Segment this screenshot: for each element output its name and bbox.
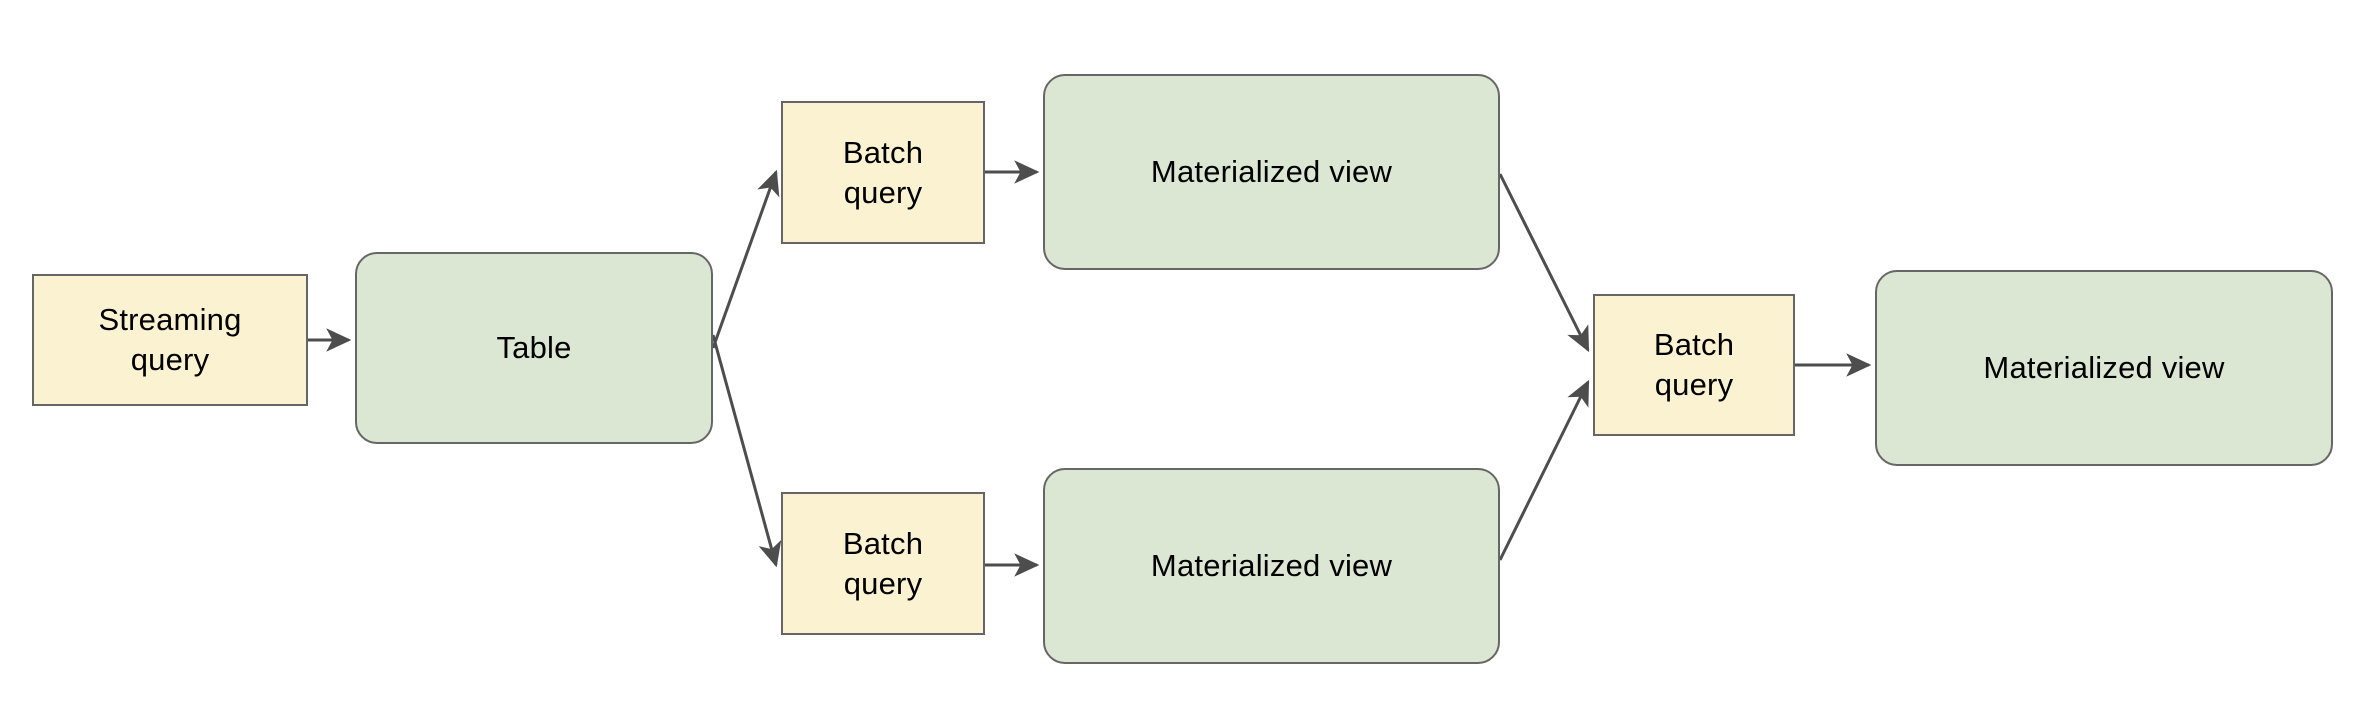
node-batch-query-merge-label: Batch query <box>1653 327 1735 402</box>
node-batch-query-top[interactable]: Batch query <box>781 101 985 244</box>
node-materialized-view-bottom[interactable]: Materialized view <box>1043 468 1500 664</box>
node-table[interactable]: Table <box>355 252 713 444</box>
node-streaming-query[interactable]: Streaming query <box>32 274 308 406</box>
node-table-label: Table <box>496 330 572 366</box>
node-batch-query-top-label: Batch query <box>842 134 924 210</box>
edge-table-to-batch-query-top <box>711 169 780 349</box>
node-materialized-view-top-label: Materialized view <box>1150 154 1393 190</box>
node-batch-query-bottom-label: Batch query <box>842 525 924 601</box>
edge-table-to-batch-query-bottom <box>711 334 782 568</box>
edge-materialized-view-bottom-to-batch-query-merge <box>1498 379 1590 561</box>
node-streaming-query-label: Streaming query <box>98 302 242 377</box>
node-materialized-view-final-label: Materialized view <box>1983 350 2225 386</box>
node-batch-query-bottom[interactable]: Batch query <box>781 492 985 635</box>
node-materialized-view-top[interactable]: Materialized view <box>1043 74 1500 270</box>
node-materialized-view-final[interactable]: Materialized view <box>1875 270 2333 466</box>
node-batch-query-merge[interactable]: Batch query <box>1593 294 1795 436</box>
node-materialized-view-bottom-label: Materialized view <box>1150 548 1393 584</box>
edge-materialized-view-top-to-batch-query-merge <box>1498 173 1590 353</box>
